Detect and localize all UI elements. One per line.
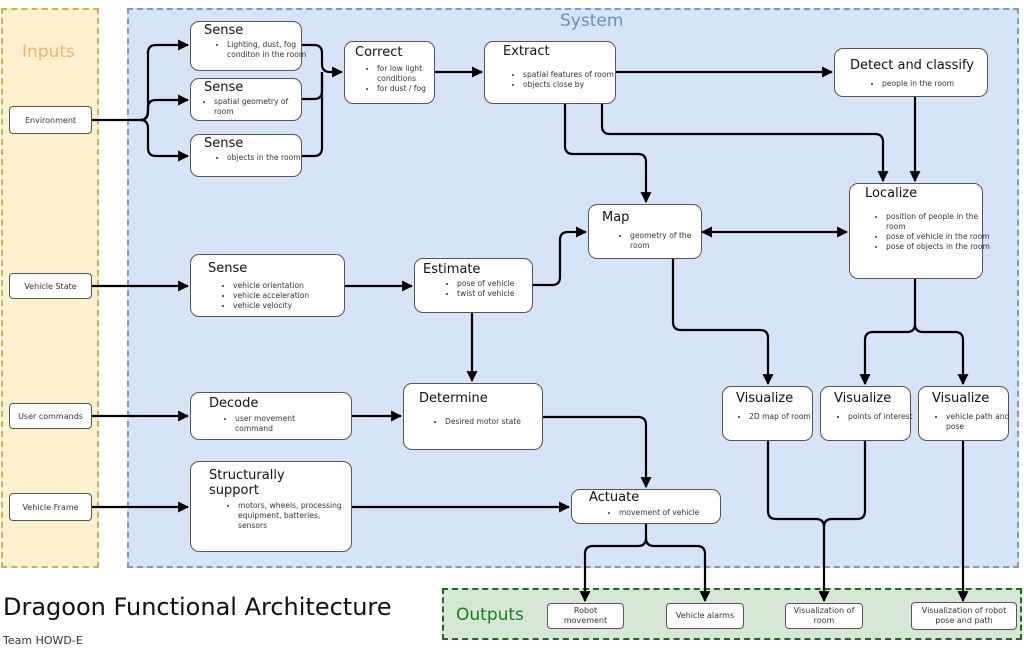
function-items: people in the room [871, 79, 992, 89]
connector-actuate-robot-movement [579, 524, 648, 603]
function-items: vehicle orientation vehicle acceleration… [222, 281, 353, 311]
function-items: spatial features of room objects close b… [512, 70, 627, 90]
function-correct[interactable]: Correct for low light conditions for dus… [344, 41, 435, 104]
inputs-zone-label: Inputs [22, 42, 75, 62]
function-title: Sense [204, 136, 244, 151]
function-extract[interactable]: Extract spatial features of room objects… [484, 41, 616, 104]
function-visualize-path[interactable]: Visualize vehicle path and pose [918, 386, 1009, 441]
connector-extract-map [563, 104, 652, 204]
function-title: Detect and classify [850, 58, 974, 73]
connector-sense-correct [302, 72, 324, 158]
function-estimate[interactable]: Estimate pose of vehicle twist of vehicl… [414, 258, 533, 313]
function-items: motors, wheels, processing equipment, ba… [227, 501, 350, 531]
function-visualize-poi[interactable]: Visualize points of interest [820, 386, 913, 441]
input-label: Vehicle Frame [22, 502, 79, 512]
function-title: Estimate [423, 262, 481, 277]
output-label: Visualization of robot pose and path [921, 606, 1007, 625]
function-sense-objects[interactable]: Sense objects in the room [190, 134, 302, 177]
function-items: 2D map of room [738, 412, 819, 422]
function-actuate[interactable]: Actuate movement of vehicle [571, 489, 721, 524]
page-subtitle: Team HOWD-E [3, 634, 83, 647]
output-label: Visualization of room [793, 606, 855, 625]
function-map[interactable]: Map geometry of the room [588, 204, 702, 259]
function-items: spatial geometry of room [203, 97, 309, 117]
function-title: Correct [355, 45, 403, 60]
system-zone-label: System [560, 11, 624, 31]
function-title: Sense [204, 23, 244, 38]
connector-sense-correct [302, 72, 324, 101]
connector-extract-localize [600, 104, 889, 183]
connector-environment-sense [139, 94, 190, 122]
function-title: Visualize [932, 391, 990, 406]
input-environment[interactable]: Environment [9, 106, 92, 134]
function-items: pose of vehicle twist of vehicle [446, 279, 542, 299]
input-vehicle-frame[interactable]: Vehicle Frame [9, 493, 92, 521]
function-title: Decode [209, 396, 259, 411]
function-detect-classify[interactable]: Detect and classify people in the room [834, 48, 988, 97]
function-title: Extract [503, 44, 550, 59]
output-label: Robot movement [563, 606, 608, 625]
connector-determine-actuate [543, 415, 652, 489]
input-vehicle-state[interactable]: Vehicle State [9, 273, 92, 299]
function-structurally-support[interactable]: Structurally support motors, wheels, pro… [190, 461, 352, 552]
output-label: Vehicle alarms [675, 611, 735, 620]
connector-estimate-map [533, 226, 588, 287]
connector-localize-visualize [913, 323, 969, 386]
function-items: user movement command [224, 414, 330, 434]
input-label: User commands [18, 411, 83, 421]
connector-map-visualize [671, 259, 774, 386]
output-visualization-pose[interactable]: Visualization of robot pose and path [911, 602, 1017, 630]
connector-localize-visualize [859, 279, 917, 386]
function-title: Actuate [589, 490, 640, 505]
function-items: geometry of the room [619, 231, 700, 251]
connector-sense-correct [302, 43, 344, 78]
function-title: Sense [208, 261, 248, 276]
function-sense-vehicle[interactable]: Sense vehicle orientation vehicle accele… [190, 254, 345, 317]
output-vehicle-alarms[interactable]: Vehicle alarms [666, 603, 744, 629]
function-items: for low light conditions for dust / fog [366, 64, 443, 94]
input-label: Environment [24, 115, 77, 125]
function-title: Structurally support [209, 468, 285, 498]
function-title: Determine [419, 391, 488, 406]
outputs-zone-label: Outputs [456, 605, 524, 625]
function-sense-lighting[interactable]: Sense Lighting, dust, fog conditon in th… [190, 21, 306, 71]
function-localize[interactable]: Localize position of people in the room … [849, 183, 990, 279]
function-sense-geometry[interactable]: Sense spatial geometry of room [190, 78, 302, 121]
function-title: Visualize [834, 391, 892, 406]
output-robot-movement[interactable]: Robot movement [547, 603, 624, 629]
connector-actuate-vehicle-alarms [644, 537, 711, 603]
connector-visualize-room [822, 441, 867, 528]
function-items: Lighting, dust, fog conditon in the room [216, 40, 307, 60]
function-title: Map [602, 210, 630, 225]
function-items: movement of vehicle [608, 508, 729, 518]
page-title: Dragoon Functional Architecture [3, 593, 392, 621]
function-items: vehicle path and pose [935, 412, 1018, 432]
function-decode[interactable]: Decode user movement command [190, 392, 352, 440]
output-visualization-room[interactable]: Visualization of room [785, 603, 863, 629]
function-visualize-map[interactable]: Visualize 2D map of room [722, 386, 813, 441]
function-items: points of interest [837, 412, 918, 422]
connector-visualize-room [766, 441, 830, 603]
function-items: Desired motor state [434, 417, 525, 427]
function-determine[interactable]: Determine Desired motor state [403, 383, 543, 450]
function-title: Sense [204, 80, 244, 95]
function-title: Visualize [736, 391, 794, 406]
input-user-commands[interactable]: User commands [9, 403, 92, 429]
input-label: Vehicle State [24, 281, 77, 291]
connector-environment-sense [139, 118, 190, 162]
function-items: position of people in the room pose of v… [875, 212, 990, 251]
function-items: objects in the room [216, 153, 307, 163]
connector-environment-sense [92, 39, 190, 122]
function-title: Localize [865, 186, 918, 201]
